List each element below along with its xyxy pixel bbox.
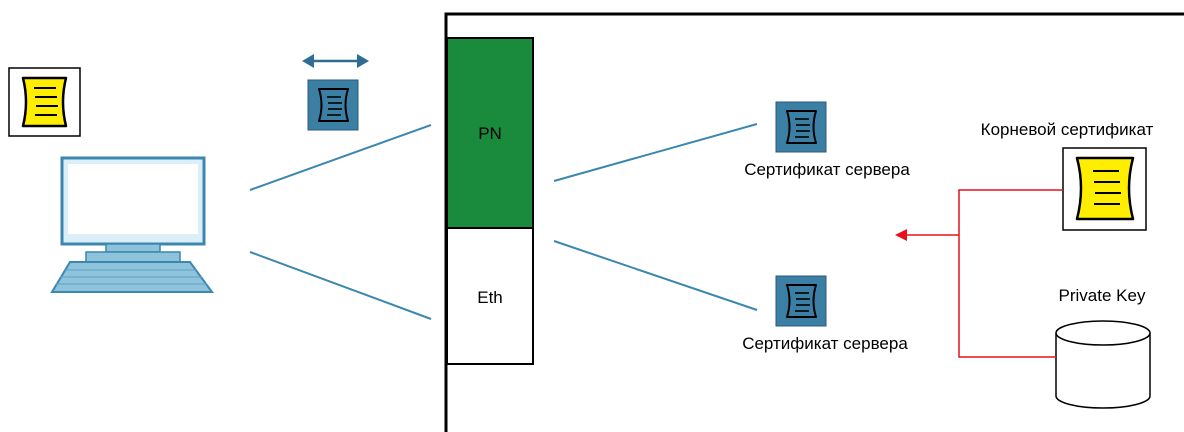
transferred-certificate-icon xyxy=(307,79,359,131)
connection-line-eth-server-cert xyxy=(553,240,758,311)
pc-icon xyxy=(50,156,214,293)
server-certificate-bottom-icon xyxy=(775,275,827,327)
signing-path xyxy=(895,189,1063,358)
double-arrow-icon xyxy=(302,54,369,68)
root-certificate-icon xyxy=(1062,147,1147,231)
private-key-label: Private Key xyxy=(1059,286,1146,305)
root-certificate-label: Корневой сертификат xyxy=(981,120,1154,139)
client-root-certificate-icon xyxy=(8,67,81,137)
eth-port: Eth xyxy=(446,227,534,365)
private-key-database-icon xyxy=(1055,320,1151,409)
connection-line-pc-eth xyxy=(249,251,432,320)
server-certificate-bottom-label: Сертификат сервера xyxy=(742,334,908,353)
pn-port: PN xyxy=(446,37,534,229)
connection-line-pn-server-cert xyxy=(553,123,758,182)
pn-port-label: PN xyxy=(478,124,502,143)
server-certificate-top-icon xyxy=(775,101,827,153)
connection-line-pc-pn xyxy=(249,124,432,191)
server-certificate-top-label: Сертификат сервера xyxy=(744,160,910,179)
eth-port-label: Eth xyxy=(477,288,503,307)
